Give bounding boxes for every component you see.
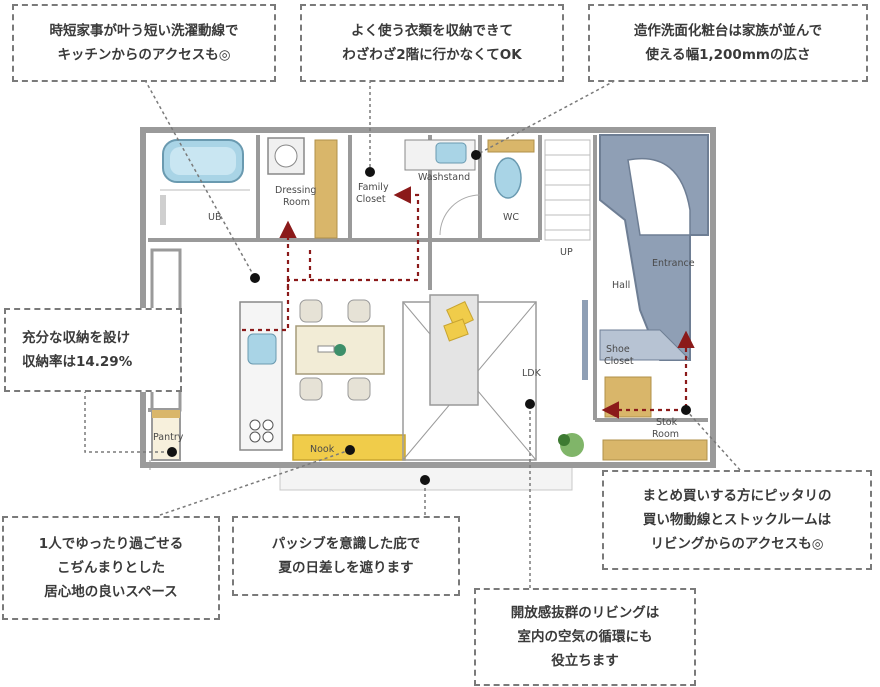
wc-door-swing <box>439 194 481 236</box>
callout-nook-line-2: こぢんまりとした <box>57 560 165 576</box>
callout-living-line-1: 開放感抜群のリビングは <box>510 605 660 621</box>
route-kitchen-to-dressing <box>242 220 297 332</box>
room-label-nook: Nook <box>310 444 335 455</box>
room-label-ub: UB <box>208 212 221 223</box>
callout-closet-line-1: よく使う衣類を収納できて <box>351 23 513 39</box>
callout-laundry-line-1: 時短家事が叶う短い洗濯動線で <box>49 23 239 39</box>
callout-shopping: まとめ買いする方にピッタリの 買い物動線とストックルームは リビングからのアクセ… <box>602 470 872 570</box>
room-label-hall: Hall <box>612 280 630 291</box>
callout-eaves-line-2: 夏の日差しを遮ります <box>278 560 414 576</box>
callout-storage-line-2: 収納率は14.29% <box>22 354 133 370</box>
callout-nook: 1人でゆったり過ごせる こぢんまりとした 居心地の良いスペース <box>2 516 220 620</box>
kitchen-sink <box>247 333 277 365</box>
callout-washbasin-line-1: 造作洗面化粧台は家族が並んで <box>633 23 823 39</box>
toilet <box>494 157 522 199</box>
room-label-stok-2: Room <box>652 429 679 440</box>
room-label-shoe-2: Closet <box>604 356 634 367</box>
callout-nook-line-1: 1人でゆったり過ごせる <box>38 536 184 552</box>
callout-storage: 充分な収納を設け 収納率は14.29% <box>4 308 182 392</box>
callout-storage-line-1: 充分な収納を設け <box>22 330 130 346</box>
shoe-closet-floor <box>599 329 692 361</box>
callout-nook-line-3: 居心地の良いスペース <box>44 584 178 600</box>
washstand-sink <box>435 142 467 164</box>
room-label-washstand: Washstand <box>418 172 470 183</box>
callout-closet-line-2: わざわざ2階に行かなくてOK <box>342 47 522 63</box>
room-label-dressing-2: Room <box>283 197 310 208</box>
route-dressing-to-closet <box>286 186 420 290</box>
closet-shelf-wood <box>314 139 338 239</box>
callout-markers <box>167 150 691 485</box>
route-arrows <box>242 186 695 419</box>
callout-shopping-line-2: 買い物動線とストックルームは <box>642 512 832 528</box>
leader-lines <box>84 77 741 588</box>
kitchen <box>239 301 283 451</box>
callout-washbasin-line-2: 使える幅1,200mmの広さ <box>645 47 811 63</box>
callout-washbasin: 造作洗面化粧台は家族が並んで 使える幅1,200mmの広さ <box>588 4 868 82</box>
room-label-up: UP <box>560 247 573 258</box>
stock-room-shelf <box>602 439 708 461</box>
plant <box>558 433 584 457</box>
callout-shopping-line-3: リビングからのアクセスも◎ <box>650 536 824 552</box>
room-label-shoe-1: Shoe <box>606 344 630 355</box>
kitchen-counter <box>239 301 283 451</box>
callout-living: 開放感抜群のリビングは 室内の空気の循環にも 役立ちます <box>474 588 696 686</box>
pantry-shelf <box>152 410 180 418</box>
room-label-family-closet-1: Family <box>358 182 389 193</box>
callout-eaves: パッシブを意識した庇で 夏の日差しを遮ります <box>232 516 460 596</box>
washstand-shelf-wood <box>487 139 535 153</box>
staircase <box>544 139 591 241</box>
entrance-curved-wall <box>627 157 691 236</box>
callout-shopping-line-1: まとめ買いする方にピッタリの <box>642 488 832 504</box>
callout-laundry: 時短家事が叶う短い洗濯動線で キッチンからのアクセスも◎ <box>12 4 276 82</box>
callout-living-line-2: 室内の空気の循環にも <box>517 629 653 645</box>
callout-living-line-3: 役立ちます <box>551 653 619 669</box>
callout-eaves-line-1: パッシブを意識した庇で <box>271 536 421 552</box>
room-label-pantry: Pantry <box>153 432 184 443</box>
callout-laundry-line-2: キッチンからのアクセスも◎ <box>57 47 231 63</box>
room-label-wc: WC <box>503 212 519 223</box>
living-void <box>402 294 537 461</box>
room-label-dressing-1: Dressing <box>275 185 316 196</box>
hall-window <box>582 300 588 380</box>
room-label-ldk: LDK <box>522 368 542 379</box>
callout-closet: よく使う衣類を収納できて わざわざ2階に行かなくてOK <box>300 4 564 82</box>
room-label-entrance: Entrance <box>652 258 695 269</box>
room-label-stok-1: Stok <box>656 417 678 428</box>
dining-set <box>295 299 385 401</box>
room-label-family-closet-2: Closet <box>356 194 386 205</box>
washing-machine <box>267 137 305 175</box>
